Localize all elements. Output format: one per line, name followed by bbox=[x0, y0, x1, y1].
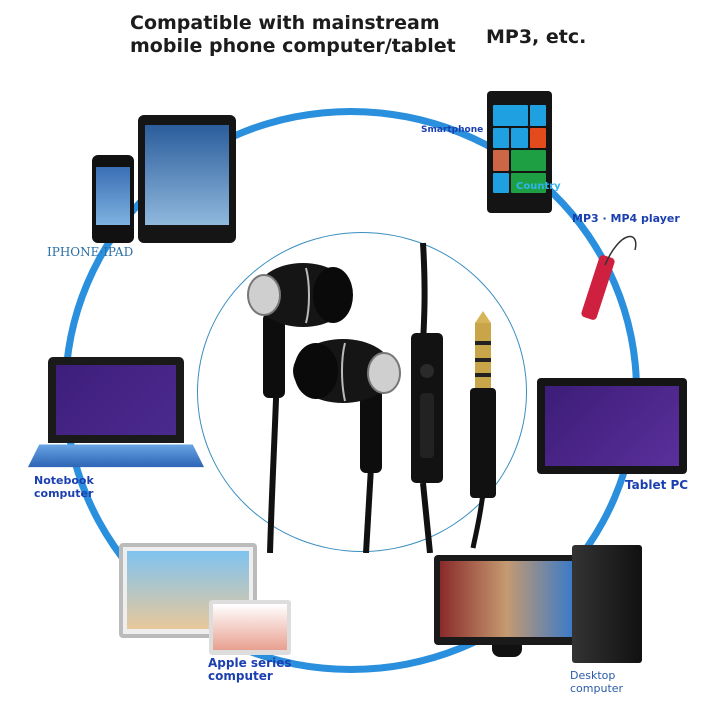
macbook-image bbox=[209, 600, 291, 655]
label-mp3-mp4: MP3 · MP4 player bbox=[572, 212, 680, 225]
label-tablet-pc: Tablet PC bbox=[625, 478, 689, 492]
iphone-image bbox=[92, 155, 134, 243]
tablet-pc-image bbox=[537, 378, 687, 474]
label-notebook-line-1: Notebook bbox=[34, 474, 94, 487]
product-circle bbox=[197, 232, 527, 554]
monitor-stand bbox=[492, 645, 522, 657]
headline-line-1: Compatible with mainstream bbox=[130, 12, 440, 34]
earphones-image bbox=[247, 242, 496, 554]
label-apple-line-1: Apple series bbox=[208, 656, 292, 670]
mp3-cord bbox=[604, 235, 637, 266]
notebook-image bbox=[48, 357, 184, 443]
label-apple: Apple series computer bbox=[208, 657, 292, 683]
label-smartphone: Smartphone bbox=[421, 125, 484, 135]
imac-image bbox=[119, 543, 257, 638]
notebook-keyboard bbox=[27, 444, 205, 468]
headline-line-2: mobile phone computer/tablet bbox=[130, 35, 456, 57]
desktop-monitor-image bbox=[434, 555, 579, 645]
label-notebook-line-2: computer bbox=[34, 487, 94, 500]
headline-right: MP3, etc. bbox=[486, 26, 587, 48]
headline: Compatible with mainstream mobile phone … bbox=[130, 12, 456, 58]
ipad-image bbox=[138, 115, 236, 243]
label-desktop: Desktop computer bbox=[570, 669, 623, 695]
desktop-tower-image bbox=[572, 545, 642, 663]
smartphone-screen-text: Country bbox=[516, 181, 561, 192]
label-desktop-line-1: Desktop bbox=[570, 669, 616, 682]
label-desktop-line-2: computer bbox=[570, 682, 624, 695]
smartphone-image bbox=[487, 91, 552, 213]
label-notebook: Notebook computer bbox=[34, 474, 94, 500]
label-iphone-ipad: IPHONE·IPAD bbox=[47, 245, 134, 259]
label-apple-line-2: computer bbox=[208, 669, 273, 683]
